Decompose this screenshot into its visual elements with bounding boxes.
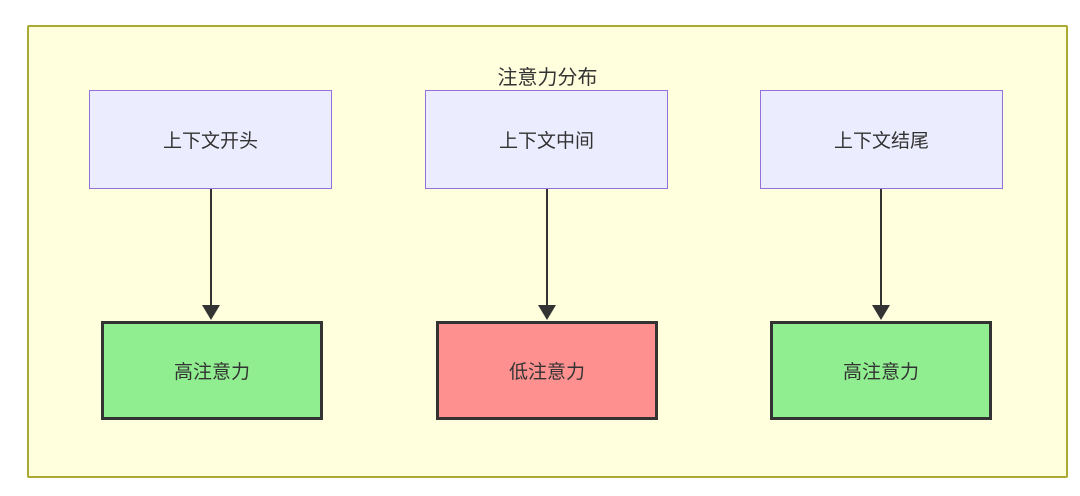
arrow-line-middle: [546, 189, 548, 307]
node-high-attention-right: 高注意力: [770, 321, 992, 420]
node-low-attention: 低注意力: [436, 321, 658, 420]
arrowhead-icon: [202, 305, 220, 320]
node-low-attention-label: 低注意力: [508, 362, 585, 383]
node-context-end-label: 上下文结尾: [833, 131, 929, 152]
arrowhead-icon: [872, 305, 890, 320]
arrow-line-beginning: [210, 189, 212, 307]
node-context-middle: 上下文中间: [425, 90, 668, 189]
diagram-title: 注意力分布: [497, 67, 598, 89]
node-high-attention-left: 高注意力: [101, 321, 323, 420]
node-context-end: 上下文结尾: [760, 90, 1003, 189]
node-context-beginning: 上下文开头: [89, 90, 332, 189]
node-high-attention-left-label: 高注意力: [173, 362, 250, 383]
arrow-line-end: [880, 189, 882, 307]
node-context-middle-label: 上下文中间: [498, 131, 594, 152]
node-high-attention-right-label: 高注意力: [842, 362, 919, 383]
arrowhead-icon: [538, 305, 556, 320]
node-context-beginning-label: 上下文开头: [162, 131, 258, 152]
